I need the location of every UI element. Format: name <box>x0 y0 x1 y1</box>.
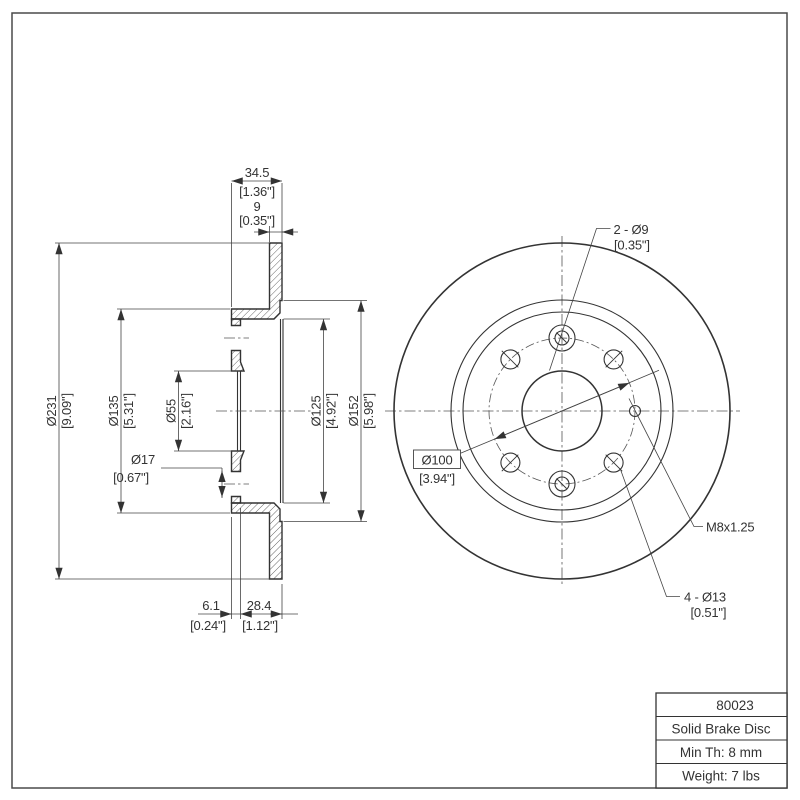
dim-disc-thickness-mm: 9 <box>253 199 260 214</box>
callout-screw-holes: 2 - Ø9 [0.35"] <box>549 222 650 371</box>
dim-hat-inner-diameter-mm: Ø125 <box>309 395 324 426</box>
hat-circle <box>462 311 662 511</box>
center-bore-circle <box>521 370 603 452</box>
dim-hat-wall-mm: 6.1 <box>202 598 219 613</box>
callout-thread-label: M8x1.25 <box>706 520 754 535</box>
dim-friction-inner-diameter-in: [5.98"] <box>361 393 376 429</box>
dim-hat-wall-in: [0.24"] <box>190 618 226 633</box>
title-block: 80023 Solid Brake Disc Min Th: 8 mm Weig… <box>655 692 788 789</box>
thread-hole <box>628 404 642 418</box>
dim-friction-inner-diameter-mm: Ø152 <box>346 395 361 426</box>
callout-lug-holes-mm: 4 - Ø13 <box>684 590 726 605</box>
dim-overall-width: 34.5 [1.36"] <box>231 165 283 307</box>
dim-overall-width-in: [1.36"] <box>239 184 275 199</box>
dim-outer-diameter: Ø231 [9.09"] <box>44 242 270 580</box>
section-view: 34.5 [1.36"] 9 [0.35"] Ø231 [9.09"] Ø135… <box>44 165 376 633</box>
dim-outer-diameter-in: [9.09"] <box>59 393 74 429</box>
dim-overall-width-mm: 34.5 <box>245 165 270 180</box>
title-part-number: 80023 <box>716 698 754 713</box>
sheet-border <box>11 12 788 789</box>
section-hatched-areas <box>230 242 283 580</box>
callout-lug-holes-in: [0.51"] <box>691 605 727 620</box>
dim-disc-thickness-in: [0.35"] <box>239 213 275 228</box>
dim-bolt-circle-in: [3.94"] <box>419 471 455 486</box>
title-weight: Weight: 7 lbs <box>682 769 760 784</box>
dim-hat-inner-diameter-in: [4.92"] <box>324 393 339 429</box>
title-description: Solid Brake Disc <box>671 722 770 737</box>
bolt-circle-label-box <box>413 449 461 469</box>
dim-outer-diameter-mm: Ø231 <box>44 395 59 426</box>
face-centerlines <box>385 236 740 587</box>
callout-screw-holes-mm: 2 - Ø9 <box>614 222 649 237</box>
disc-outer-circle <box>393 242 731 580</box>
dim-bolt-hole-diameter: Ø17 [0.67"] <box>113 452 226 498</box>
dim-hat-depth-in: [1.12"] <box>242 618 278 633</box>
callout-thread: M8x1.25 <box>628 398 755 535</box>
screw-holes <box>548 324 576 498</box>
title-min-thickness: Min Th: 8 mm <box>680 745 762 760</box>
face-view: Ø100 [3.94"] 2 - Ø9 [0.35"] M8x1.25 4 - … <box>385 222 755 620</box>
dim-bolt-circle: Ø100 [3.94"] <box>413 369 660 486</box>
dim-bolt-hole-diameter-mm: Ø17 <box>131 452 155 467</box>
dim-hat-diameter-mm: Ø135 <box>106 395 121 426</box>
callout-screw-holes-in: [0.35"] <box>614 238 650 253</box>
dim-hat-diameter: Ø135 [5.31"] <box>106 308 230 514</box>
dim-friction-inner-diameter: Ø152 [5.98"] <box>283 300 376 522</box>
section-centerlines <box>216 337 312 485</box>
dim-bore-diameter: Ø55 [2.16"] <box>164 370 239 452</box>
lug-holes <box>500 349 624 473</box>
dim-disc-thickness: 9 [0.35"] <box>239 199 298 242</box>
dim-bolt-hole-diameter-in: [0.67"] <box>113 470 149 485</box>
dim-hat-wall-and-depth: 6.1 28.4 [0.24"] [1.12"] <box>190 508 298 633</box>
dim-hat-inner-diameter: Ø125 [4.92"] <box>283 318 339 504</box>
dim-bore-diameter-mm: Ø55 <box>164 399 179 423</box>
dim-bolt-circle-mm: Ø100 <box>421 453 452 468</box>
dim-bore-diameter-in: [2.16"] <box>179 393 194 429</box>
callout-lug-holes: 4 - Ø13 [0.51"] <box>620 469 727 620</box>
dim-hat-depth-mm: 28.4 <box>247 598 272 613</box>
dim-hat-diameter-in: [5.31"] <box>121 393 136 429</box>
friction-inner-circle <box>450 299 674 523</box>
